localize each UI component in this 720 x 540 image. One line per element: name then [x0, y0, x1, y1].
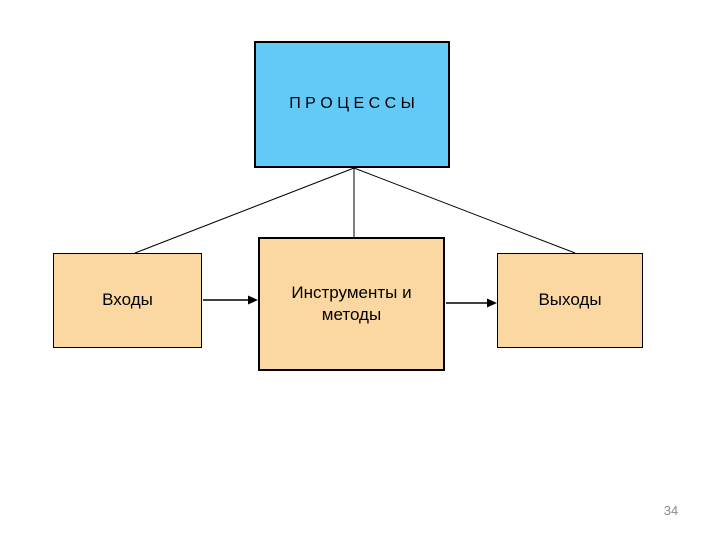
process-box: П Р О Ц Е С С Ы [254, 41, 450, 168]
node-outputs: Выходы [497, 253, 643, 348]
node-inputs-label: Входы [102, 290, 153, 310]
arrow-tools-to-outputs [446, 298, 497, 308]
node-tools-label: Инструменты и методы [291, 282, 412, 324]
process-box-label: П Р О Ц Е С С Ы [289, 95, 415, 113]
arrow-inputs-to-tools [203, 295, 258, 305]
node-inputs: Входы [53, 253, 202, 348]
page-number: 34 [663, 503, 679, 518]
node-tools: Инструменты и методы [258, 237, 445, 371]
arrowhead-icon [248, 295, 258, 305]
node-outputs-label: Выходы [538, 290, 602, 310]
arrowhead-icon [487, 298, 497, 308]
